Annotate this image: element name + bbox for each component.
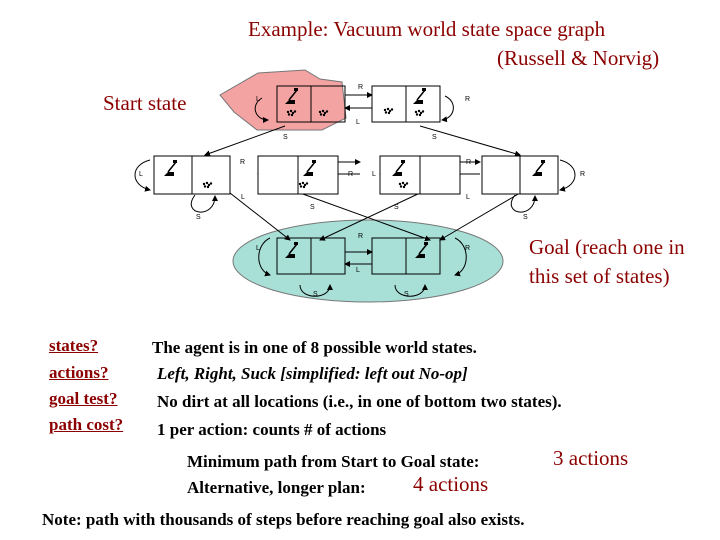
path-cost-answer: 1 per action: counts # of actions — [157, 420, 386, 440]
svg-text:L: L — [356, 119, 360, 126]
svg-text:L: L — [241, 194, 245, 201]
svg-text:S: S — [432, 134, 437, 141]
svg-text:R: R — [466, 159, 471, 166]
states-answer: The agent is in one of 8 possible world … — [152, 338, 477, 358]
svg-text:R: R — [465, 96, 470, 103]
svg-text:S: S — [310, 204, 315, 211]
goal-label: Goal (reach one in this set of states) — [529, 233, 714, 291]
svg-text:R: R — [348, 171, 353, 178]
svg-text:S: S — [404, 291, 409, 298]
svg-text:R: R — [358, 84, 363, 91]
min-path-label: Minimum path from Start to Goal state: — [187, 452, 479, 472]
goal-test-answer: No dirt at all locations (i.e., in one o… — [157, 392, 562, 412]
svg-text:L: L — [256, 96, 260, 103]
svg-text:R: R — [580, 171, 585, 178]
goal-test-question: goal test? — [49, 389, 117, 409]
actions-question: actions? — [49, 363, 109, 383]
actions-answer: Left, Right, Suck [simplified: left out … — [157, 364, 468, 384]
svg-text:L: L — [139, 171, 143, 178]
alt-plan-label: Alternative, longer plan: — [187, 478, 366, 498]
goal-region — [233, 220, 503, 302]
path-cost-question: path cost? — [49, 415, 123, 435]
start-region — [220, 70, 346, 130]
svg-text:S: S — [313, 291, 318, 298]
start-state-label: Start state — [103, 91, 186, 116]
svg-text:S: S — [523, 214, 528, 221]
svg-text:L: L — [372, 171, 376, 178]
svg-text:R: R — [465, 245, 470, 252]
svg-text:L: L — [356, 267, 360, 274]
svg-text:R: R — [240, 159, 245, 166]
alt-plan-value: 4 actions — [413, 472, 488, 497]
svg-text:S: S — [283, 134, 288, 141]
svg-text:L: L — [466, 194, 470, 201]
svg-text:R: R — [358, 233, 363, 240]
svg-text:S: S — [394, 204, 399, 211]
min-path-value: 3 actions — [553, 446, 628, 471]
note-text: Note: path with thousands of steps befor… — [42, 510, 524, 530]
svg-text:L: L — [256, 245, 260, 252]
states-question: states? — [49, 336, 98, 356]
svg-text:S: S — [196, 214, 201, 221]
